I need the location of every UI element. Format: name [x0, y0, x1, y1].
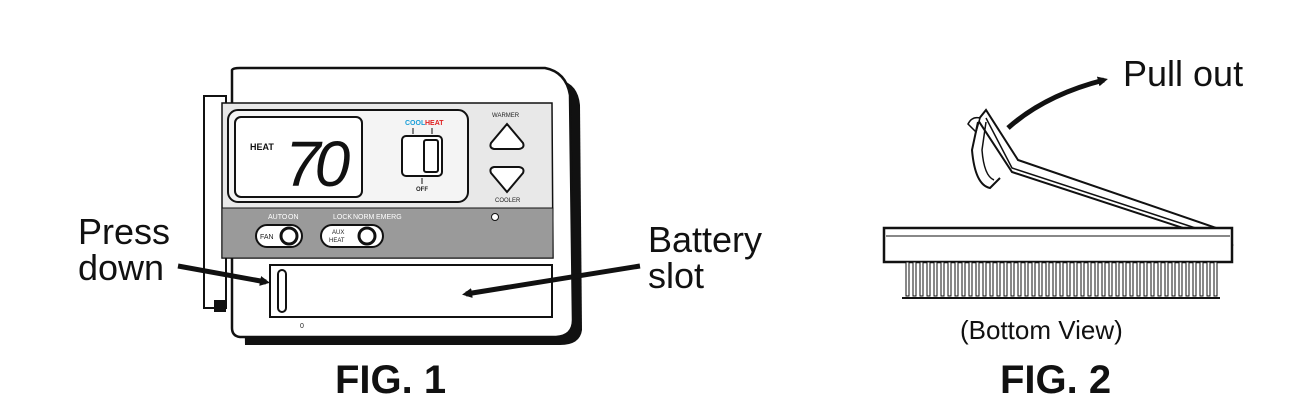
vent-fin: [968, 261, 973, 297]
vent-fin: [1171, 261, 1176, 297]
aux-label: AUX: [332, 230, 344, 236]
vent-fin: [1066, 261, 1071, 297]
battery-latch[interactable]: [277, 269, 287, 313]
vent-fin: [1038, 261, 1043, 297]
vent-fin: [1157, 261, 1162, 297]
vent-fin: [1185, 261, 1190, 297]
fan-auto-label: AUTO: [268, 214, 288, 221]
fig1-caption: FIG. 1: [335, 358, 446, 402]
vent-fin: [1017, 261, 1022, 297]
lcd-temperature: 70: [285, 128, 351, 200]
press-down-label-line1: Press: [78, 211, 170, 252]
bottom-view-label: (Bottom View): [960, 315, 1123, 345]
vent-fin: [1213, 261, 1218, 297]
vent-fin: [961, 261, 966, 297]
battery-slot-label-line1: Battery: [648, 219, 762, 260]
vent-fin: [947, 261, 952, 297]
vent-fin: [1003, 261, 1008, 297]
fan-label: FAN: [260, 234, 274, 241]
vent-fin: [954, 261, 959, 297]
vent-fin: [1108, 261, 1113, 297]
vent-fin: [1199, 261, 1204, 297]
thermostat-bottom-view: [882, 108, 1234, 299]
vent-fin: [1045, 261, 1050, 297]
pull-out-arrow: [1006, 76, 1108, 130]
vent-fin: [1101, 261, 1106, 297]
vent-fin: [905, 261, 910, 297]
battery-slot-label-line2: slot: [648, 255, 704, 296]
vent-fin: [1143, 261, 1148, 297]
battery-door[interactable]: [269, 264, 553, 318]
cooler-button[interactable]: [489, 166, 525, 194]
vent-fin: [989, 261, 994, 297]
vent-fin: [1059, 261, 1064, 297]
vent-fin: [940, 261, 945, 297]
lcd-display: [234, 116, 363, 198]
vent-fin: [1192, 261, 1197, 297]
vent-fin: [912, 261, 917, 297]
switch-cool-label: COOL: [405, 120, 426, 127]
fig2-caption: FIG. 2: [1000, 358, 1111, 402]
vent-fin: [1115, 261, 1120, 297]
battery-slot-arrow: [462, 263, 641, 298]
vent-fin: [1052, 261, 1057, 297]
vent-fin: [1206, 261, 1211, 297]
thermostat-front: HEAT 70 COOL HEAT OFF WARMER COOLER AUTO…: [203, 66, 582, 345]
vent-fin: [1129, 261, 1134, 297]
vent-fin: [1010, 261, 1015, 297]
system-switch-knob[interactable]: [357, 226, 377, 246]
system-norm-label: NORM: [353, 214, 375, 221]
press-down-label-line2: down: [78, 247, 164, 288]
base-plate[interactable]: [882, 226, 1234, 264]
status-led: [491, 213, 499, 221]
vent-fin: [982, 261, 987, 297]
switch-heat-label: HEAT: [425, 120, 444, 127]
fan-on-label: ON: [288, 214, 299, 221]
vent-fins: [905, 261, 1218, 297]
vent-fin: [1150, 261, 1155, 297]
mode-switch-knob[interactable]: [423, 139, 439, 173]
system-emerg-label: EMERG: [376, 214, 402, 221]
vent-fin: [1031, 261, 1036, 297]
vent-fin: [1094, 261, 1099, 297]
vent-fin: [996, 261, 1001, 297]
vent-fin: [933, 261, 938, 297]
fan-switch-knob[interactable]: [279, 226, 299, 246]
pull-out-label: Pull out: [1123, 53, 1243, 94]
vent-fin: [1024, 261, 1029, 297]
vent-fin: [1136, 261, 1141, 297]
vent-fin: [926, 261, 931, 297]
lcd-mode-label: HEAT: [250, 142, 274, 152]
system-lock-label: LOCK: [333, 214, 352, 221]
vent-fin: [1178, 261, 1183, 297]
press-down-arrow: [177, 263, 270, 286]
vent-fin: [1164, 261, 1169, 297]
vent-fin: [1073, 261, 1078, 297]
vent-fin: [919, 261, 924, 297]
vent-fin: [1080, 261, 1085, 297]
cooler-label: COOLER: [495, 198, 521, 204]
warmer-label: WARMER: [492, 113, 520, 119]
aux-heat-label: HEAT: [329, 238, 345, 244]
warmer-button[interactable]: [489, 122, 525, 150]
vent-fin: [1087, 261, 1092, 297]
vent-fin: [1122, 261, 1127, 297]
vent-fin: [975, 261, 980, 297]
slot-mark: 0: [300, 323, 304, 330]
switch-off-label: OFF: [416, 187, 428, 193]
